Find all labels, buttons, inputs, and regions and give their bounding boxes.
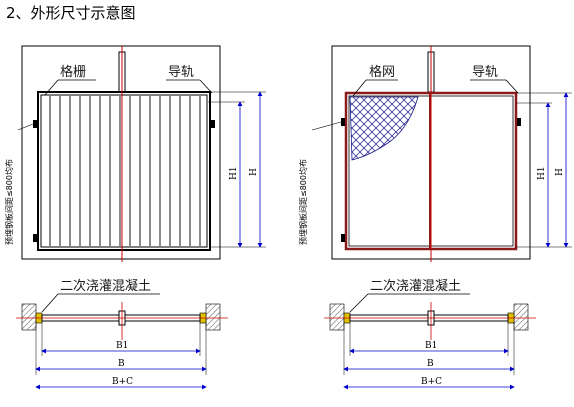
- left-dim-h: H: [249, 168, 259, 176]
- left-embed-plate-3: [211, 120, 215, 128]
- right-mesh-patch: [349, 96, 419, 161]
- left-embed-plate-2: [33, 234, 37, 242]
- left-grating-bars: [49, 96, 201, 246]
- right-dim-b: B: [427, 359, 434, 369]
- right-embed-note: 预埋钢板间距≤800均布: [298, 159, 308, 245]
- left-dim-b1: B1: [116, 341, 128, 351]
- left-opening-outline: [21, 45, 221, 260]
- right-plan-view: 二次浇灌混凝土 B1 B B+C: [324, 278, 536, 390]
- left-frame-inner: [40, 94, 208, 248]
- left-embed-plate-1: [33, 120, 37, 128]
- right-dim-b1: B1: [425, 341, 437, 351]
- right-infill-label: 格网: [369, 64, 395, 80]
- left-concrete-label: 二次浇灌混凝土: [60, 278, 151, 294]
- left-dim-bc: B+C: [112, 377, 133, 387]
- left-rail-label: 导轨: [168, 65, 194, 80]
- left-plan-view: 二次浇灌混凝土 B1 B B+C: [16, 278, 228, 390]
- right-embed-plate-1: [341, 118, 345, 126]
- right-concrete-label: 二次浇灌混凝土: [370, 278, 461, 294]
- left-plan-wall-left: [21, 303, 37, 331]
- left-elevation: 格栅 导轨 预埋钢板间距≤800均布 H1 H: [4, 45, 266, 262]
- left-frame: [37, 91, 211, 251]
- left-plan-wall-right: [205, 303, 221, 331]
- right-embed-plate-2: [341, 234, 345, 242]
- left-dim-b: B: [118, 359, 125, 369]
- left-infill-label: 格栅: [60, 64, 86, 80]
- right-elevation: 格网 导轨 预埋钢板间距≤800均布 H1 H: [298, 45, 572, 262]
- right-rail-label: 导轨: [472, 65, 498, 80]
- right-dim-h1: H1: [537, 166, 547, 180]
- right-plan-wall-left: [329, 303, 345, 331]
- right-dim-h: H: [555, 168, 565, 176]
- left-embed-note: 预埋钢板间距≤800均布: [4, 159, 14, 245]
- right-plan-wall-right: [513, 303, 529, 331]
- right-embed-plate-3: [517, 118, 521, 126]
- right-dim-bc: B+C: [421, 377, 442, 387]
- left-dim-h1: H1: [229, 166, 239, 180]
- page-heading: 2、外形尺寸示意图: [6, 4, 136, 22]
